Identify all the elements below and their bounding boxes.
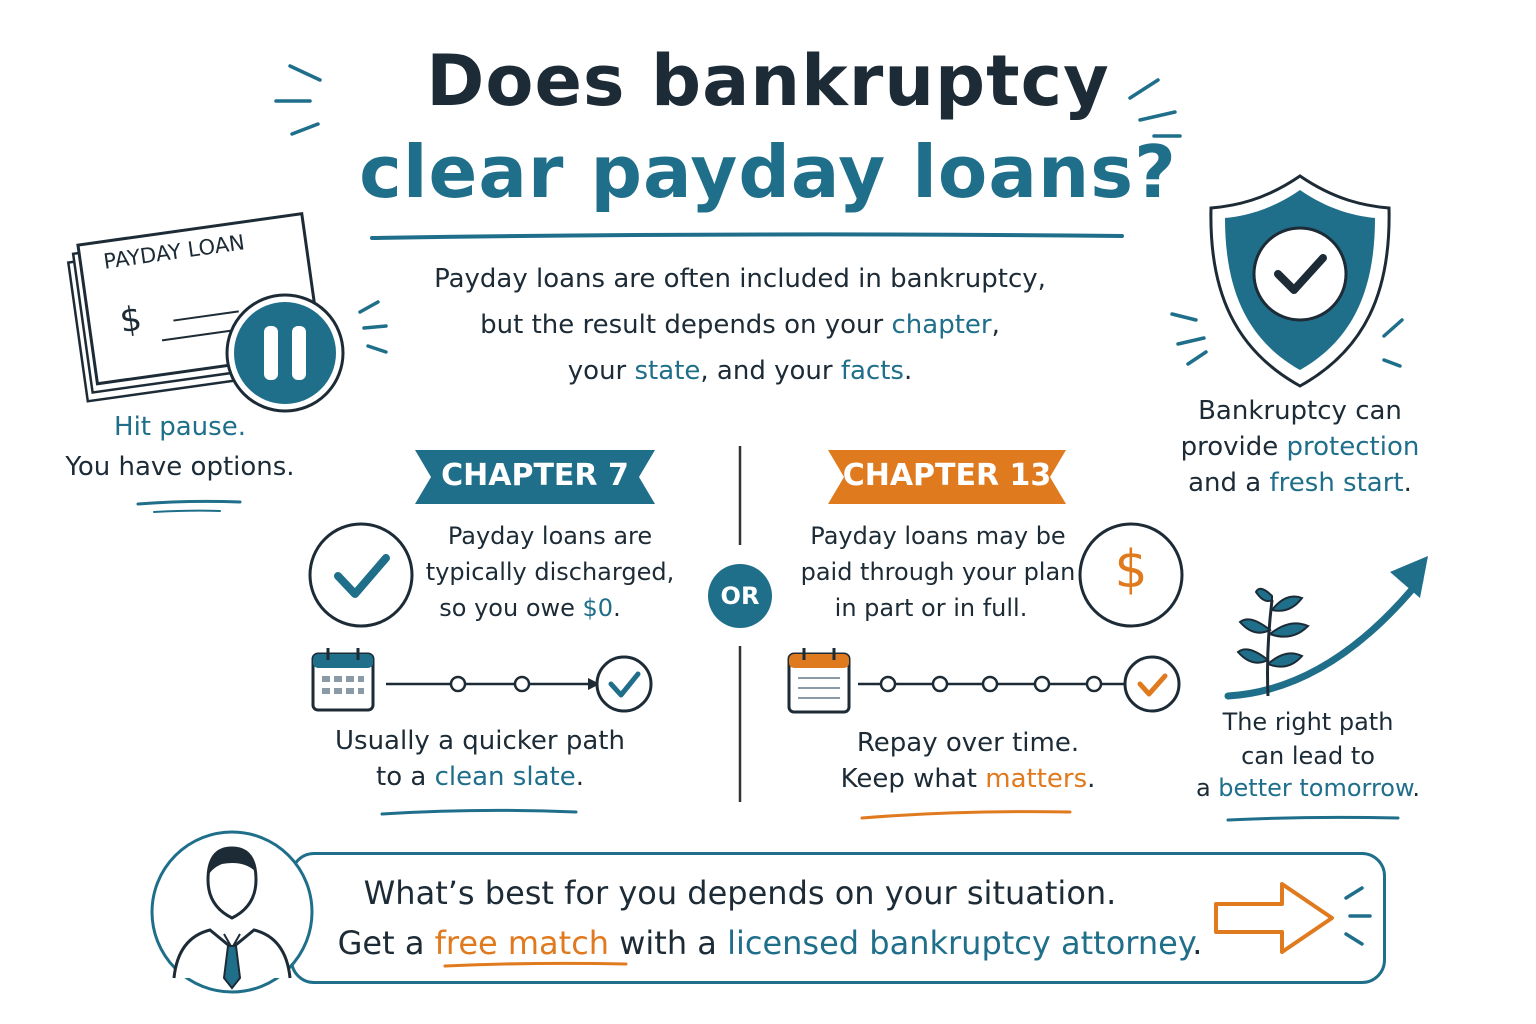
- chapter13-banner: [828, 450, 1066, 504]
- shield-caption-line1: Bankruptcy can: [1198, 396, 1402, 426]
- chapter7-line1: Payday loans are: [447, 522, 653, 550]
- attorney-avatar-icon: [150, 830, 314, 994]
- growth-line2: can lead to: [1241, 742, 1375, 770]
- chapter7-footer-line1: Usually a quicker path: [335, 726, 625, 756]
- intro-line2: but the result depends on your chapter,: [480, 310, 1000, 340]
- intro-line3: your state, and your facts.: [567, 356, 913, 386]
- chapter13-line3: in part or in full.: [834, 594, 1028, 622]
- cta-line1: What’s best for you depends on your situ…: [363, 874, 1117, 912]
- growth-line1: The right path: [1222, 708, 1394, 736]
- chapter7-banner: [415, 450, 655, 504]
- growth-line3: a better tomorrow.: [1195, 774, 1421, 802]
- page-title-line1: Does bankruptcy: [426, 40, 1110, 122]
- arrow-right-icon[interactable]: [1212, 880, 1338, 956]
- growth-arrow-icon: [1224, 556, 1428, 700]
- chapter13-line1: Payday loans may be: [810, 522, 1066, 550]
- intro-line1: Payday loans are often included in bankr…: [434, 264, 1046, 294]
- sprout-icon: [1236, 587, 1310, 697]
- shield-caption-line2: provide protection: [1180, 432, 1420, 462]
- shield-caption-line3: and a fresh start.: [1188, 468, 1412, 498]
- left-caption-line2: You have options.: [65, 452, 295, 482]
- chapter13-footer-line1: Repay over time.: [856, 728, 1080, 758]
- shield-check-icon: [1209, 174, 1391, 388]
- pause-icon: [225, 293, 345, 413]
- dollar-circle-icon: [1078, 522, 1184, 628]
- chapter13-footer-line2: Keep what matters.: [840, 764, 1096, 794]
- chapter13-line2: paid through your plan: [800, 558, 1076, 586]
- page-title-line2: clear payday loans?: [359, 130, 1177, 214]
- chapter7-line2: typically discharged,: [425, 558, 675, 586]
- or-label: OR: [720, 582, 760, 610]
- chapter7-footer-line2: to a clean slate.: [376, 762, 584, 792]
- chapter7-line3: so you owe $0.: [439, 594, 621, 622]
- chapter13-timeline: [787, 648, 1181, 714]
- chapter7-banner-label: CHAPTER 7: [441, 458, 629, 493]
- growth-illustration: [1224, 556, 1428, 700]
- calendar-icon: [787, 648, 851, 714]
- check-circle-icon: [308, 522, 414, 628]
- chapter13-dollar: $: [1114, 540, 1148, 600]
- chapter7-timeline: [311, 648, 653, 713]
- calendar-icon: [311, 648, 375, 712]
- cta-line2: Get a free match with a licensed bankrup…: [337, 924, 1203, 962]
- left-caption-line1: Hit pause.: [114, 412, 246, 442]
- or-badge: [708, 564, 772, 628]
- chapter13-banner-label: CHAPTER 13: [842, 458, 1052, 493]
